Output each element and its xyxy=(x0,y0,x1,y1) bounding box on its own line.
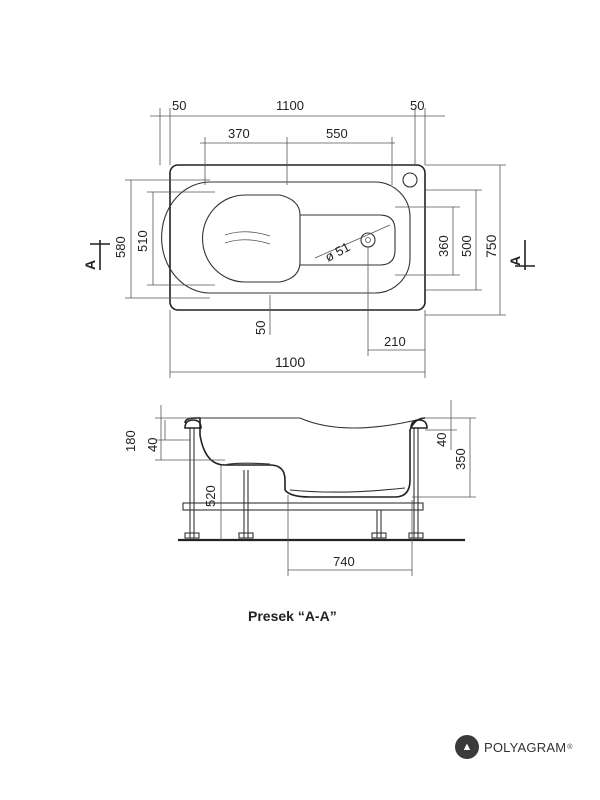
dim-drain-dia: ø 51 xyxy=(322,239,352,264)
dim-basin-w: 500 xyxy=(459,235,474,257)
dim-overall-bottom: 1100 xyxy=(275,354,305,370)
dim-bottom-gap: 50 xyxy=(253,321,268,335)
dim-drain-w: 360 xyxy=(436,235,451,257)
dim-width-outer: 580 xyxy=(113,236,128,258)
dim-rim-right: 50 xyxy=(410,98,424,113)
seat-outline xyxy=(202,194,301,283)
dim-seat-h: 520 xyxy=(203,485,218,507)
cut-label-left: A xyxy=(82,260,98,270)
tub-outline xyxy=(169,164,426,311)
dim-right-lip: 40 xyxy=(434,433,449,447)
dim-rim-lip: 40 xyxy=(145,438,160,452)
drain-leader xyxy=(314,224,391,259)
dim-depth: 350 xyxy=(453,448,468,470)
polyagram-seal-icon: ▲ xyxy=(455,735,479,759)
top-view: 50 1100 50 370 550 580 510 A ø 51 360 50… xyxy=(82,98,535,378)
dim-overall-top: 1100 xyxy=(276,98,304,113)
seat-pad xyxy=(224,462,271,466)
dim-rim-left: 50 xyxy=(172,98,186,113)
frame-bar xyxy=(182,502,424,511)
basin-floor xyxy=(300,214,396,266)
dim-drain-off: 210 xyxy=(384,334,406,349)
dim-rim-h: 180 xyxy=(123,430,138,452)
brand-logo: ▲ POLYAGRAM® xyxy=(455,733,572,761)
tub-rim xyxy=(200,417,426,429)
section-view: 180 40 520 740 40 350 Presek “A-A” xyxy=(123,400,476,624)
dim-width-inner: 510 xyxy=(135,230,150,252)
brand-reg: ® xyxy=(567,743,573,751)
basin-outline xyxy=(161,181,411,294)
drain-center xyxy=(365,237,371,243)
overflow-ring xyxy=(402,172,418,188)
legs xyxy=(184,428,424,539)
rim-head-right xyxy=(410,419,428,429)
brand-name: POLYAGRAM xyxy=(484,739,567,755)
dim-seat: 370 xyxy=(228,126,250,141)
cut-label-right: A xyxy=(507,256,523,266)
dim-overall-w: 750 xyxy=(483,234,499,258)
dim-basin: 550 xyxy=(326,126,348,141)
rim-head-left xyxy=(184,419,202,429)
dim-foot-len: 740 xyxy=(333,554,355,569)
basin-floor-curve xyxy=(289,487,406,493)
section-caption: Presek “A-A” xyxy=(248,608,337,624)
seat-contour xyxy=(224,231,271,245)
